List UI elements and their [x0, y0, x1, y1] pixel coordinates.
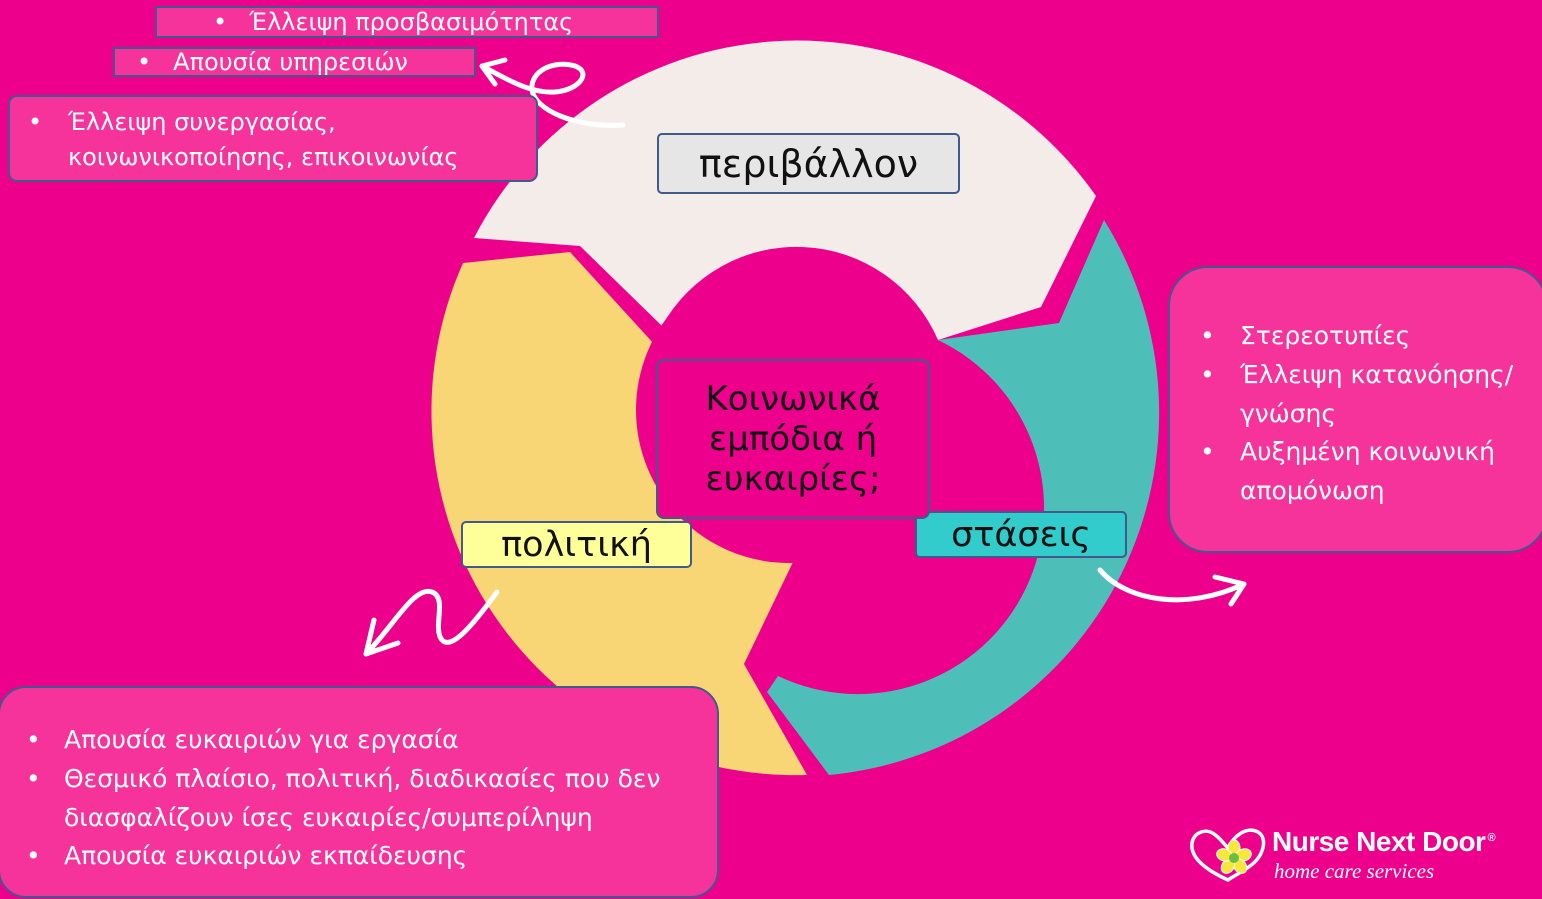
attitudes-label: στάσεις [915, 511, 1127, 558]
list-item: Αυξημένη κοινωνική απομόνωση [1200, 433, 1538, 511]
bullet-dot: • [137, 48, 152, 76]
services-text: Απουσία υπηρεσιών [173, 48, 408, 76]
center-line-1: Κοινωνικά [705, 378, 881, 419]
environment-notes-box: Έλλειψη συνεργασίας, κοινωνικοποίησης, ε… [8, 95, 538, 182]
heart-flower-icon [1190, 828, 1266, 882]
list-item: Απουσία ευκαιριών εκπαίδευσης [26, 837, 707, 876]
bullet-dot: • [213, 8, 228, 36]
attitudes-segment [767, 220, 1160, 775]
logo-tagline: home care services [1274, 859, 1435, 883]
nurse-next-door-logo: Nurse Next Door® home care services [1188, 826, 1533, 886]
accessibility-strip: • Έλλειψη προσβασιμότητας [155, 6, 659, 38]
curly-arrow-left-icon [479, 57, 626, 128]
list-item: Έλλειψη κατανόησης/γνώσης [1200, 356, 1538, 434]
squiggle-arrow-down-left-icon [363, 588, 500, 657]
services-strip: • Απουσία υπηρεσιών [113, 47, 476, 77]
curved-arrow-right-icon [1097, 567, 1247, 607]
policy-label: πολιτική [461, 521, 692, 568]
list-item: Απουσία ευκαιριών για εργασία [26, 721, 707, 760]
policy-notes-box: Απουσία ευκαιριών για εργασία Θεσμικό πλ… [0, 686, 719, 898]
attitudes-notes-box: Στερεοτυπίες Έλλειψη κατανόησης/γνώσης Α… [1168, 266, 1542, 553]
logo-name: Nurse Next Door® [1272, 826, 1496, 858]
center-line-2: εμπόδια ή [708, 418, 878, 459]
center-question: Κοινωνικά εμπόδια ή ευκαιρίες; [656, 359, 930, 519]
accessibility-text: Έλλειψη προσβασιμότητας [249, 8, 574, 36]
registered-mark: ® [1487, 831, 1496, 844]
list-item: Έλλειψη συνεργασίας, κοινωνικοποίησης, ε… [28, 105, 526, 175]
environment-notes-list: Έλλειψη συνεργασίας, κοινωνικοποίησης, ε… [28, 105, 526, 175]
list-item: Θεσμικό πλαίσιο, πολιτική, διαδικασίες π… [26, 760, 707, 838]
center-line-3: ευκαιρίες; [705, 459, 881, 500]
logo-name-text: Nurse Next Door [1272, 826, 1486, 857]
attitudes-notes-list: Στερεοτυπίες Έλλειψη κατανόησης/γνώσης Α… [1200, 317, 1538, 511]
list-item: Στερεοτυπίες [1200, 317, 1538, 356]
policy-segment [431, 252, 807, 776]
policy-notes-list: Απουσία ευκαιριών για εργασία Θεσμικό πλ… [26, 721, 707, 876]
environment-label: περιβάλλον [657, 133, 960, 194]
